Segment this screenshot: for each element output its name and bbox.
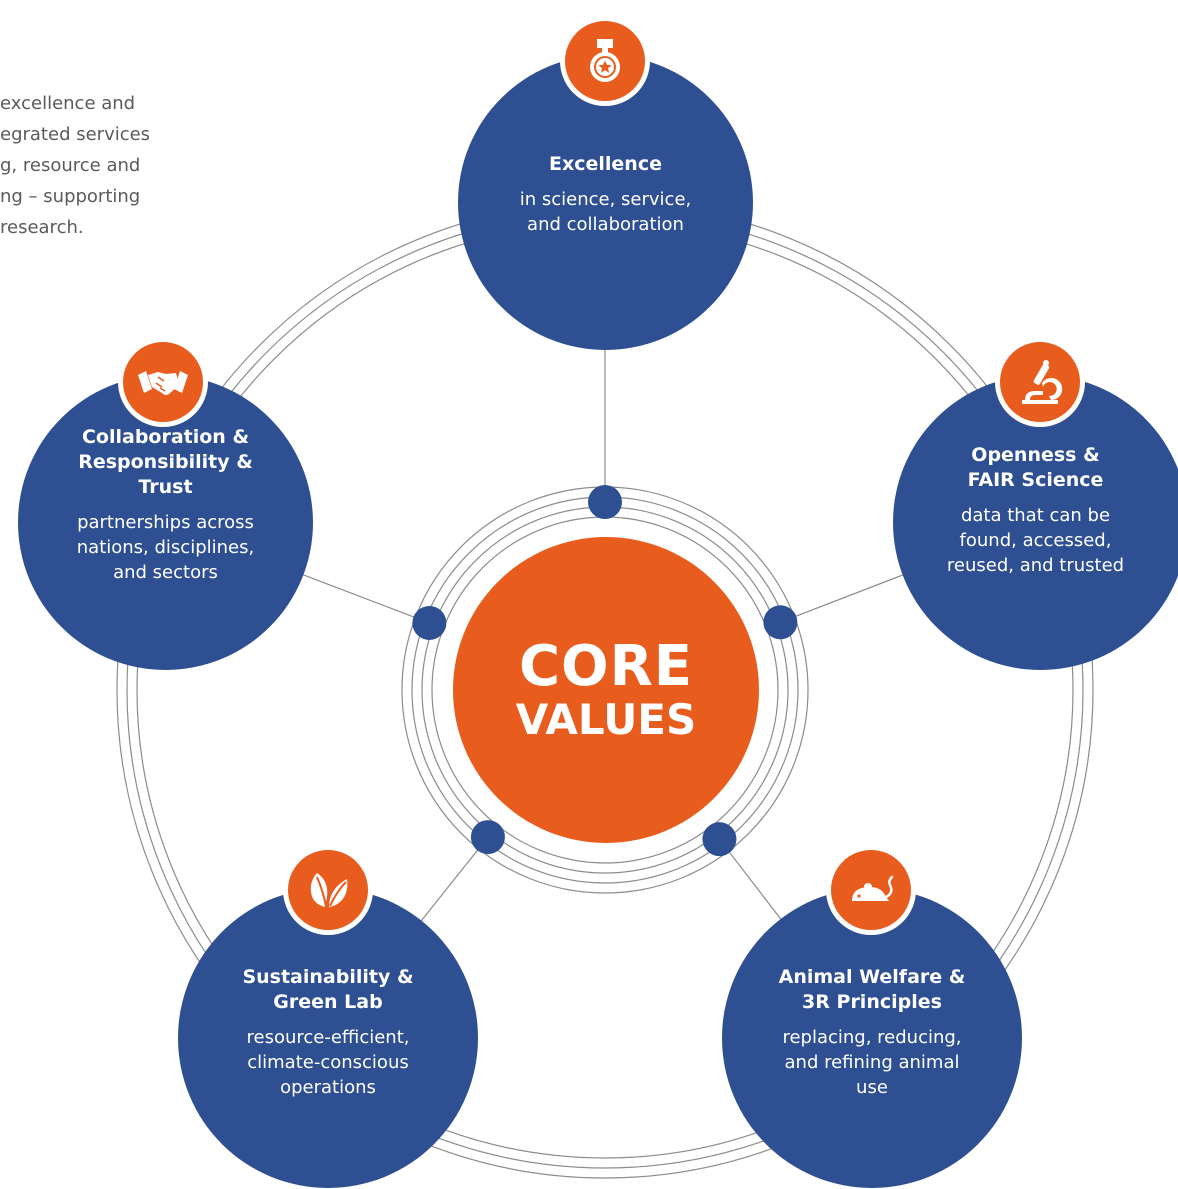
value-collaboration: Collaboration & Responsibility & Trust p… (18, 375, 313, 670)
value-description-line: partnerships across (77, 512, 254, 533)
leaf-icon-badge (283, 845, 373, 935)
value-description: replacing, reducing, and refining animal… (782, 1025, 961, 1100)
mouse-icon (852, 875, 894, 901)
value-title-line: FAIR Science (967, 469, 1104, 491)
value-title: Excellence (549, 152, 662, 177)
center-title-line2: VALUES (515, 695, 697, 744)
value-description-line: and sectors (113, 562, 218, 583)
value-description-line: in science, service, (519, 189, 692, 210)
intro-text: excellence and egrated services g, resou… (0, 88, 210, 243)
value-description-line: reused, and trusted (946, 555, 1125, 576)
value-title-line: Sustainability & (242, 966, 414, 988)
connector-dot (588, 485, 622, 519)
value-title: Openness & FAIR Science (968, 443, 1104, 493)
mouse-icon-badge (826, 845, 916, 935)
connector-dots (412, 485, 798, 857)
value-description-line: resource-efficient, (246, 1027, 410, 1048)
value-description: partnerships across nations, disciplines… (77, 510, 254, 585)
value-sustainability: Sustainability & Green Lab resource-effi… (178, 888, 478, 1188)
intro-line: excellence and (0, 93, 136, 114)
value-description: data that can be found, accessed, reused… (947, 503, 1124, 578)
value-title: Collaboration & Responsibility & Trust (78, 425, 253, 500)
value-animal-welfare: Animal Welfare & 3R Principles replacing… (722, 888, 1022, 1188)
value-description-line: data that can be (960, 505, 1111, 526)
center-title-line1: CORE (518, 634, 694, 699)
connector-dot (763, 605, 798, 640)
value-title: Animal Welfare & 3R Principles (779, 965, 966, 1015)
value-description-line: found, accessed, (959, 530, 1112, 551)
medal-icon-badge (560, 16, 650, 106)
value-description: resource-efficient, climate-conscious op… (247, 1025, 410, 1100)
microscope-icon-badge (995, 337, 1085, 427)
handshake-icon-badge (118, 337, 208, 427)
core-values-center: CORE VALUES (453, 537, 759, 843)
value-description-line: climate-conscious (247, 1052, 409, 1073)
intro-line: research. (0, 217, 84, 238)
value-title-line: Green Lab (273, 991, 383, 1013)
value-title-line: Trust (138, 476, 193, 498)
value-description: in science, service, and collaboration (520, 187, 692, 237)
value-description-line: and refining animal (784, 1052, 960, 1073)
leaf-icon (310, 873, 348, 907)
intro-line: g, resource and (0, 155, 141, 176)
value-description-line: and collaboration (527, 214, 684, 235)
intro-line: ng – supporting (0, 186, 141, 207)
value-title: Sustainability & Green Lab (242, 965, 413, 1015)
value-title-line: Openness & (971, 444, 1100, 466)
handshake-icon (138, 371, 188, 395)
connector-dot (412, 605, 447, 640)
connector-dot (702, 822, 737, 857)
value-title-line: Collaboration & (81, 426, 250, 448)
intro-line: egrated services (0, 124, 151, 145)
value-title-line: 3R Principles (802, 991, 942, 1013)
value-title-line: Animal Welfare & (778, 966, 966, 988)
value-title-line: Responsibility & (78, 451, 253, 473)
value-description-line: use (856, 1077, 888, 1098)
connector-dot (470, 820, 505, 855)
value-description-line: operations (280, 1077, 376, 1098)
value-description-line: nations, disciplines, (76, 537, 255, 558)
value-title-line: Excellence (549, 153, 662, 175)
microscope-icon (1022, 360, 1063, 404)
value-description-line: replacing, reducing, (782, 1027, 962, 1048)
medal-icon (590, 39, 620, 82)
